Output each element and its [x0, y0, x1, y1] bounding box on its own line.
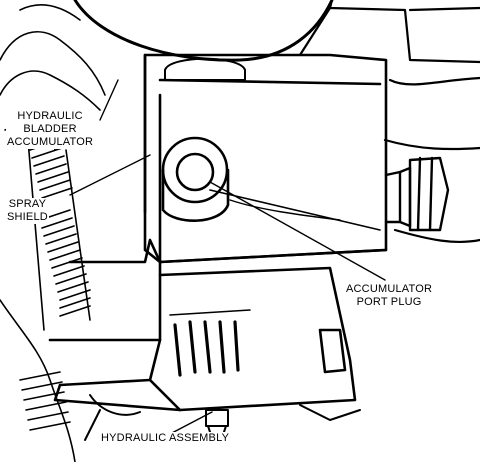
- label-hydraulic-assembly: HYDRAULIC ASSEMBLY: [100, 432, 231, 445]
- label-line-1: HYDRAULIC: [17, 110, 83, 122]
- label-line-2: BLADDER: [23, 123, 77, 135]
- label-line-1: SPRAY: [8, 198, 47, 210]
- side-fitting: [384, 156, 450, 232]
- spray-shield-hose: [0, 4, 106, 462]
- accumulator-dome: [73, 0, 334, 62]
- leader-bladder: [99, 79, 119, 121]
- label-line-3: ACCUMULATOR: [7, 136, 94, 148]
- leader-spray: [69, 154, 151, 196]
- leader-assembly: [169, 411, 213, 435]
- label-text: HYDRAULIC ASSEMBLY: [101, 432, 230, 444]
- label-spray-shield: SPRAY SHIELD: [6, 198, 49, 224]
- label-line-1: ACCUMULATOR: [346, 283, 433, 295]
- right-housing: [298, 0, 480, 244]
- valve-block: [143, 53, 388, 264]
- leader-lines: [69, 79, 386, 435]
- leader-port-plug: [209, 181, 386, 281]
- label-line-2: PORT PLUG: [356, 296, 422, 308]
- label-line-2: SHIELD: [7, 211, 48, 223]
- accumulator-port-plug: [161, 136, 230, 222]
- label-accumulator-port-plug: ACCUMULATOR PORT PLUG: [345, 283, 434, 309]
- label-hydraulic-bladder-accumulator: HYDRAULIC BLADDER ACCUMULATOR: [6, 110, 95, 149]
- lower-assembly: [48, 238, 388, 412]
